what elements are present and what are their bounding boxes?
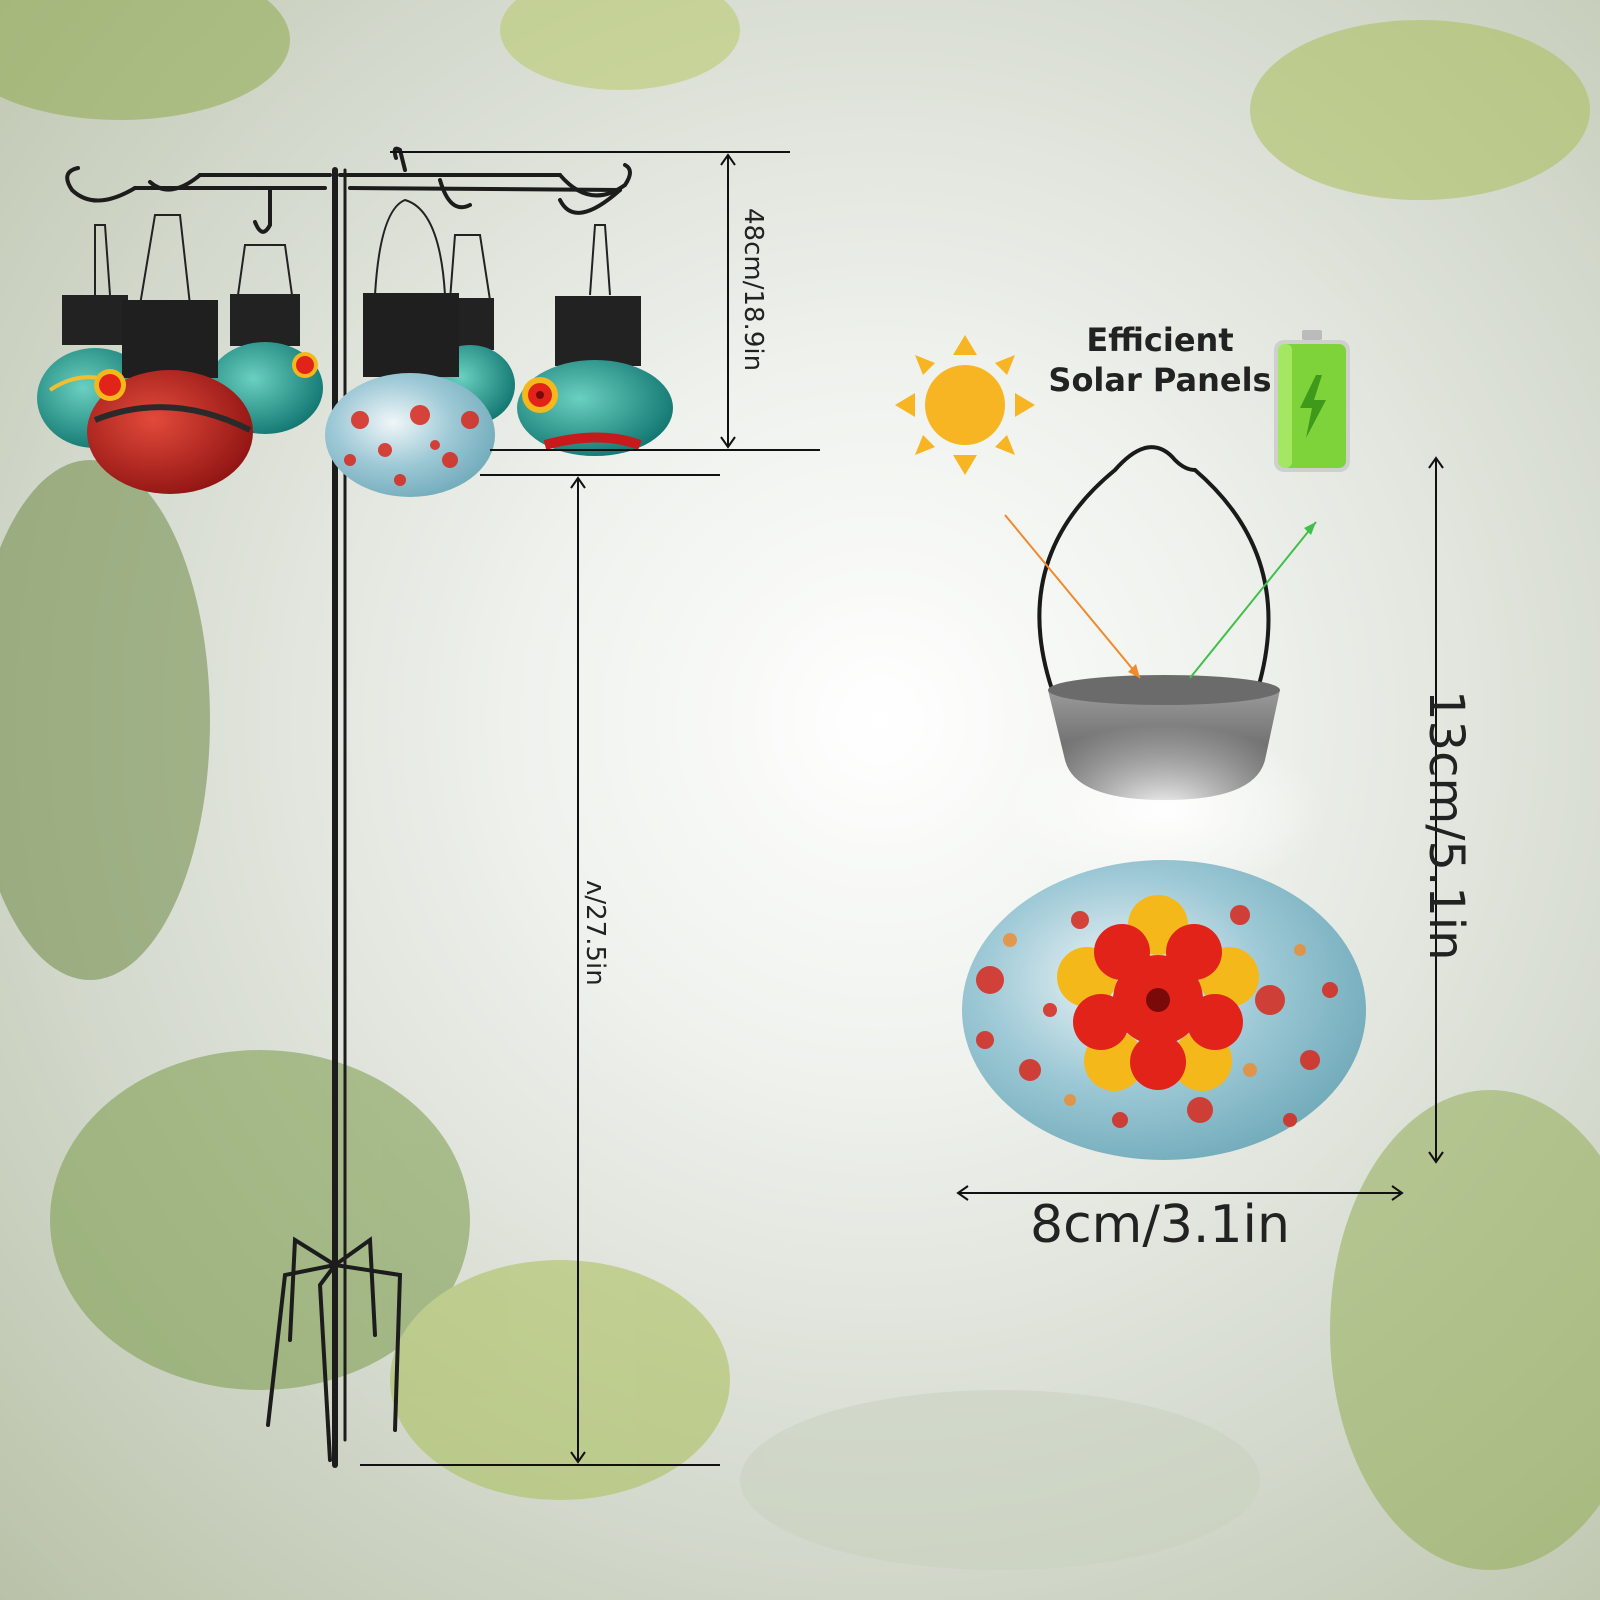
hanger-height-label: 48cm/18.9in (738, 208, 768, 372)
battery-charging-icon (1274, 330, 1350, 472)
small-feeders (37, 198, 673, 497)
dimension-lines-left (360, 151, 820, 1466)
feeding-port-flower (1057, 895, 1259, 1091)
dimension-lines-right (956, 456, 1444, 1201)
feature-line-1: Efficient (1086, 321, 1234, 359)
feeder-stand (65, 146, 632, 1468)
feeder-small-4 (325, 198, 495, 497)
large-feeder (962, 445, 1366, 1160)
feeder-height-label: 13cm/5.1in (1418, 690, 1474, 961)
solar-charging-arrows (1004, 514, 1317, 679)
feature-callout: Efficient Solar Panels (1040, 320, 1280, 400)
feature-line-2: Solar Panels (1048, 361, 1272, 399)
feeder-small-6 (517, 224, 673, 456)
feeder-width-label: 8cm/3.1in (1030, 1195, 1290, 1255)
feeder-small-2 (87, 214, 253, 494)
sun-icon (895, 335, 1035, 475)
pole-height-label: ʌ/27.5in (580, 880, 610, 986)
